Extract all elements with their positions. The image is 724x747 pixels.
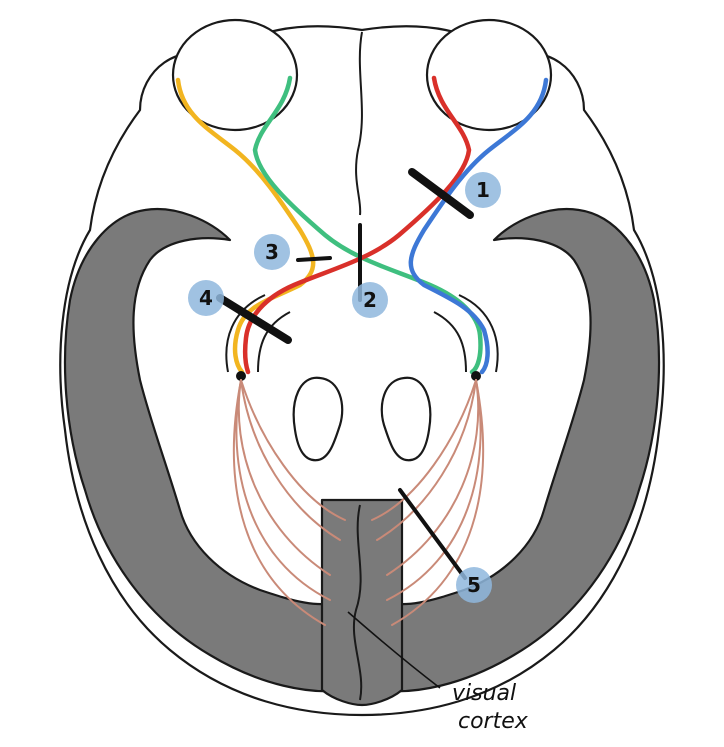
right-optic-tract-outline — [433, 294, 499, 373]
occipital-cortex — [320, 498, 404, 707]
visual-cortex-leader-line — [347, 611, 441, 689]
lesion-marker-3: 3 — [254, 234, 290, 270]
lesion-3-bar — [296, 256, 332, 262]
longitudinal-fissure — [355, 31, 363, 216]
right-cortex — [377, 207, 661, 693]
yellow-fiber-tract — [175, 77, 316, 375]
right-ventricle — [380, 376, 432, 462]
left-optic-radiations — [232, 379, 346, 626]
lesion-marker-1: 1 — [465, 172, 501, 208]
svg-text:2: 2 — [363, 288, 377, 312]
brain-outline — [59, 25, 665, 717]
right-eye — [425, 18, 553, 132]
calcarine-fissure — [352, 504, 363, 701]
lesion-1-bar — [408, 168, 474, 219]
left-eye — [171, 18, 299, 132]
left-lgn-dot — [236, 371, 246, 381]
red-fiber-tract — [242, 75, 472, 375]
right-optic-radiations — [371, 379, 485, 626]
right-lgn-dot — [471, 371, 481, 381]
svg-text:5: 5 — [467, 573, 481, 597]
lesion-5-bar — [398, 488, 467, 580]
blue-fiber-tract — [408, 77, 549, 375]
lesion-marker-5: 5 — [456, 567, 492, 603]
green-fiber-tract — [252, 75, 483, 375]
left-ventricle — [292, 376, 344, 462]
lesion-marker-4: 4 — [188, 280, 224, 316]
lesion-4-bar — [216, 294, 292, 344]
svg-text:3: 3 — [265, 240, 279, 264]
visual-cortex-label-line1: visual — [452, 681, 516, 706]
svg-text:4: 4 — [199, 286, 213, 310]
svg-text:1: 1 — [476, 178, 490, 202]
left-optic-tract-outline — [225, 294, 291, 373]
lesion-marker-2: 2 — [352, 282, 388, 318]
visual-cortex-label-line2: cortex — [458, 709, 529, 734]
